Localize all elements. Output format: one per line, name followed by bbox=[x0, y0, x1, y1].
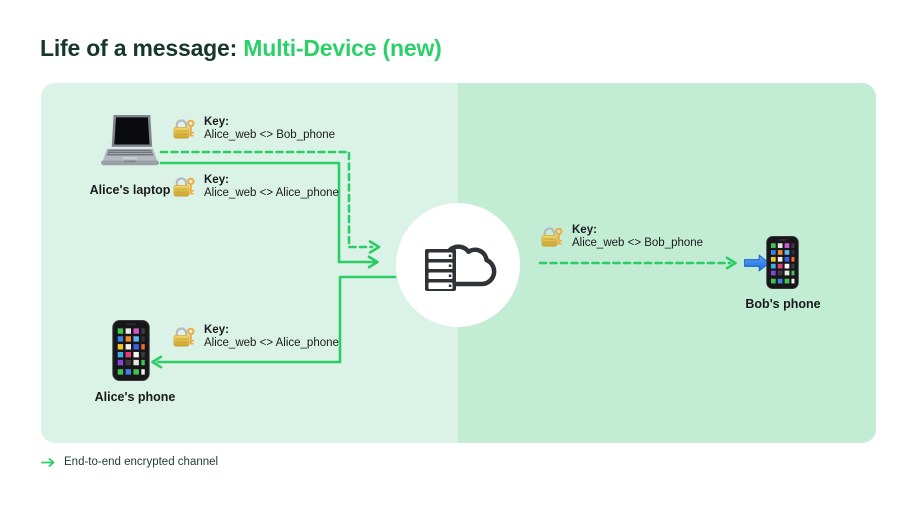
key-badge-phone-alice: Key: Alice_web <> Alice_phone bbox=[173, 324, 339, 350]
lock-with-key-icon bbox=[173, 325, 195, 348]
key-title: Key: bbox=[204, 324, 229, 336]
server-side-background bbox=[458, 83, 876, 443]
lock-with-key-icon bbox=[541, 225, 563, 248]
legend: End-to-end encrypted channel bbox=[41, 456, 218, 468]
page-title: Life of a message: Multi-Device (new) bbox=[40, 35, 442, 62]
bob-phone-label: Bob's phone bbox=[745, 297, 821, 311]
blue-right-arrow-icon bbox=[744, 254, 771, 272]
key-badge-laptop-bob: Key: Alice_web <> Bob_phone bbox=[173, 116, 335, 142]
alice-phone-label: Alice's phone bbox=[94, 390, 176, 404]
lock-with-key-icon bbox=[173, 117, 195, 140]
key-badge-text: Key: Alice_web <> Bob_phone bbox=[572, 224, 703, 250]
key-badge-text: Key: Alice_web <> Bob_phone bbox=[204, 116, 335, 142]
legend-label: End-to-end encrypted channel bbox=[64, 456, 219, 468]
key-badge-server-bob: Key: Alice_web <> Bob_phone bbox=[541, 224, 703, 250]
title-prefix: Life of a message: bbox=[40, 35, 244, 61]
alice-laptop-label: Alice's laptop bbox=[89, 183, 171, 197]
key-badge-text: Key: Alice_web <> Alice_phone bbox=[204, 174, 339, 200]
lock-with-key-icon bbox=[173, 175, 195, 198]
key-badge-text: Key: Alice_web <> Alice_phone bbox=[204, 324, 339, 350]
title-highlight: Multi-Device (new) bbox=[243, 35, 442, 61]
key-value: Alice_web <> Bob_phone bbox=[572, 237, 704, 249]
green-right-arrow-icon bbox=[41, 457, 55, 467]
key-value: Alice_web <> Alice_phone bbox=[204, 187, 339, 199]
key-title: Key: bbox=[572, 224, 597, 236]
key-title: Key: bbox=[204, 116, 229, 128]
key-value: Alice_web <> Bob_phone bbox=[204, 129, 336, 141]
smartphone-icon bbox=[112, 320, 150, 381]
laptop-icon bbox=[99, 115, 161, 171]
key-title: Key: bbox=[204, 174, 229, 186]
server-cloud-icon bbox=[419, 233, 503, 293]
key-value: Alice_web <> Alice_phone bbox=[204, 337, 339, 349]
key-badge-laptop-alice: Key: Alice_web <> Alice_phone bbox=[173, 174, 339, 200]
smartphone-icon bbox=[766, 236, 799, 289]
